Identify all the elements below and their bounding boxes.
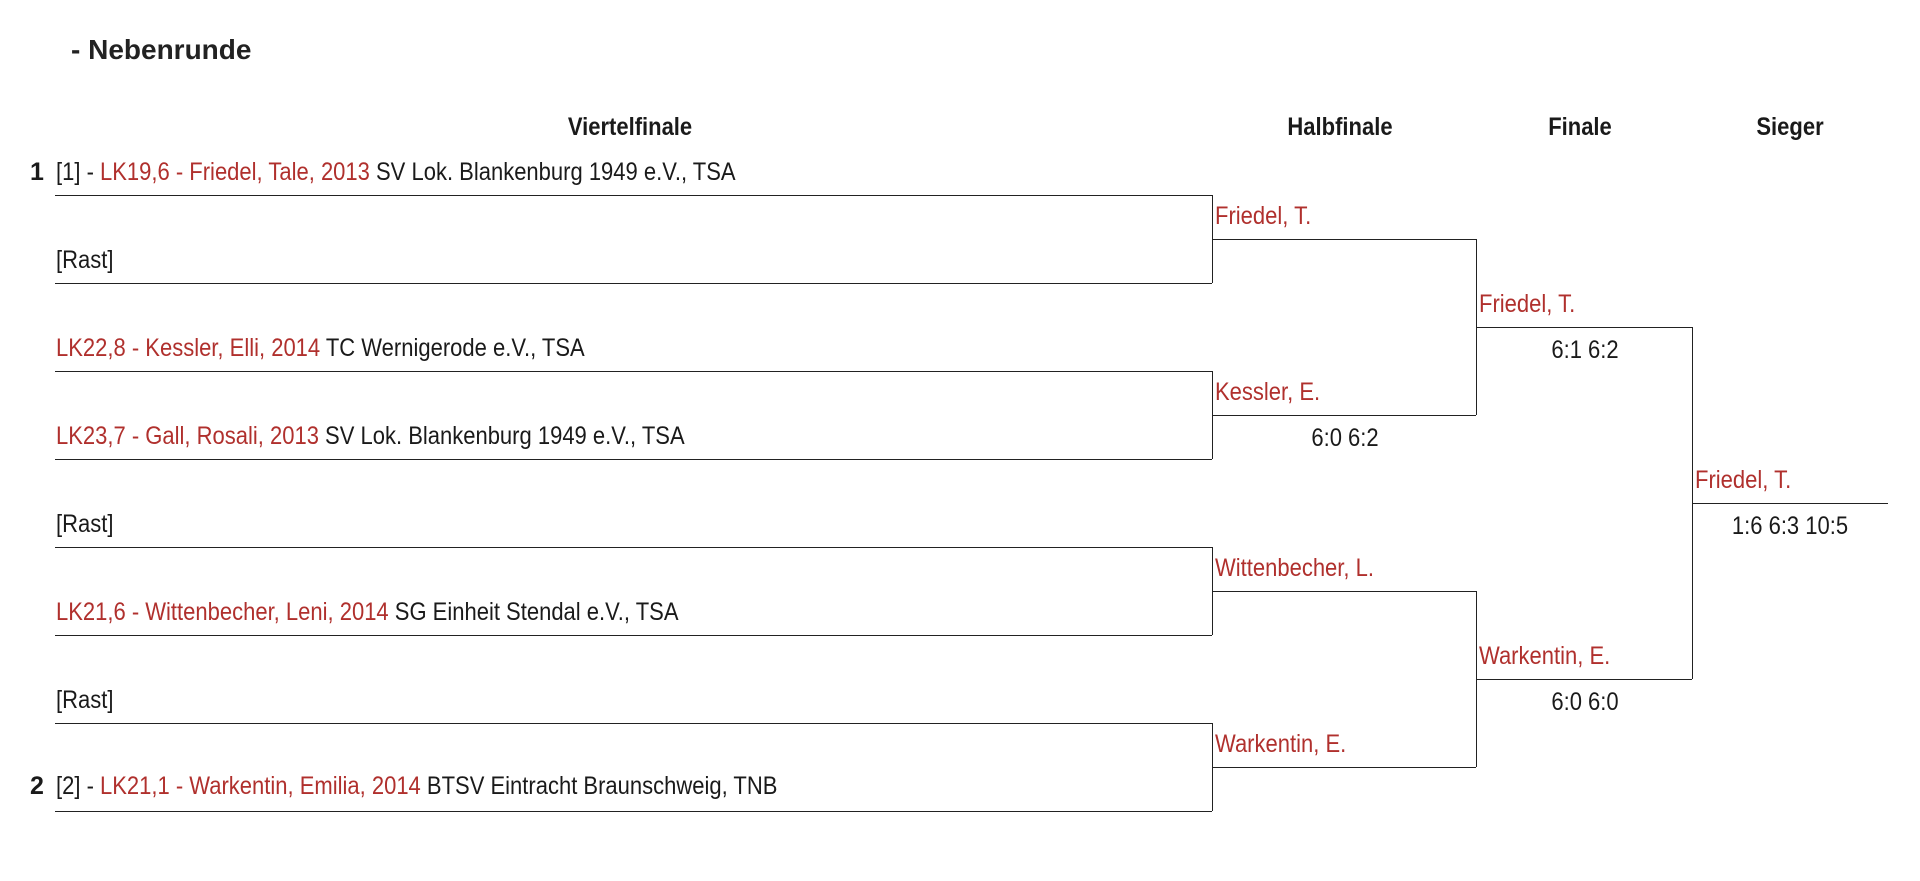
round-header-finale: Finale: [1548, 113, 1612, 141]
halbfinale-winner[interactable]: Friedel, T.: [1215, 202, 1312, 230]
draw-entry: [2] - LK21,1 - Warkentin, Emilia, 2014 B…: [56, 772, 777, 801]
halbfinale-winner[interactable]: Warkentin, E.: [1215, 730, 1347, 758]
seed-number: 2: [30, 772, 44, 800]
draw-entry: LK23,7 - Gall, Rosali, 2013 SV Lok. Blan…: [56, 422, 685, 451]
bracket-line: [1476, 327, 1692, 328]
bracket-line: [1212, 591, 1476, 592]
club-name: BTSV Eintracht Braunschweig, TNB: [420, 772, 778, 800]
match-score: 6:0 6:0: [1551, 688, 1619, 716]
club-name: SV Lok. Blankenburg 1949 e.V., TSA: [369, 158, 736, 186]
match-score: 6:1 6:2: [1551, 336, 1619, 364]
bracket-line: [1692, 503, 1888, 504]
match-score: 6:0 6:2: [1311, 424, 1379, 452]
bracket-line: [55, 811, 1212, 812]
draw-entry: [1] - LK19,6 - Friedel, Tale, 2013 SV Lo…: [56, 158, 736, 187]
page-title: - Nebenrunde: [71, 34, 252, 65]
halbfinale-winner[interactable]: Wittenbecher, L.: [1215, 554, 1374, 582]
bracket-line: [1212, 239, 1476, 240]
entry-prefix: [Rast]: [56, 246, 114, 274]
bracket-line: [1476, 679, 1692, 680]
draw-entry: LK22,8 - Kessler, Elli, 2014 TC Werniger…: [56, 334, 585, 363]
draw-entry-bye: [Rast]: [56, 246, 113, 275]
bracket-line: [55, 547, 1212, 548]
match-score: 1:6 6:3 10:5: [1731, 512, 1849, 540]
player-link[interactable]: LK23,7 - Gall, Rosali, 2013: [56, 422, 319, 450]
draw-entry: LK21,6 - Wittenbecher, Leni, 2014 SG Ein…: [56, 598, 679, 627]
bracket-line: [55, 283, 1212, 284]
entry-prefix: [Rast]: [56, 510, 114, 538]
seed-number: 1: [30, 158, 44, 186]
player-link[interactable]: LK22,8 - Kessler, Elli, 2014: [56, 334, 321, 362]
entry-prefix: [2] -: [56, 772, 101, 800]
draw-entry-bye: [Rast]: [56, 510, 113, 539]
club-name: TC Wernigerode e.V., TSA: [320, 334, 585, 362]
bracket-line: [1212, 767, 1476, 768]
draw-entry-bye: [Rast]: [56, 686, 113, 715]
player-link[interactable]: LK21,6 - Wittenbecher, Leni, 2014: [56, 598, 389, 626]
bracket-line: [55, 459, 1212, 460]
entry-prefix: [1] -: [56, 158, 101, 186]
round-header-sieger: Sieger: [1756, 113, 1824, 141]
sieger-winner[interactable]: Friedel, T.: [1695, 466, 1792, 494]
round-header-viertelfinale: Viertelfinale: [567, 113, 693, 141]
halbfinale-winner[interactable]: Kessler, E.: [1215, 378, 1321, 406]
bracket-line: [55, 635, 1212, 636]
finale-winner[interactable]: Friedel, T.: [1479, 290, 1576, 318]
finale-winner[interactable]: Warkentin, E.: [1479, 642, 1611, 670]
bracket-line: [55, 723, 1212, 724]
club-name: SV Lok. Blankenburg 1949 e.V., TSA: [318, 422, 685, 450]
player-link[interactable]: LK19,6 - Friedel, Tale, 2013: [100, 158, 370, 186]
bracket-line: [1212, 415, 1476, 416]
bracket-line: [55, 195, 1212, 196]
round-header-halbfinale: Halbfinale: [1287, 113, 1393, 141]
player-link[interactable]: LK21,1 - Warkentin, Emilia, 2014: [100, 772, 421, 800]
entry-prefix: [Rast]: [56, 686, 114, 714]
club-name: SG Einheit Stendal e.V., TSA: [388, 598, 679, 626]
bracket-line: [55, 371, 1212, 372]
